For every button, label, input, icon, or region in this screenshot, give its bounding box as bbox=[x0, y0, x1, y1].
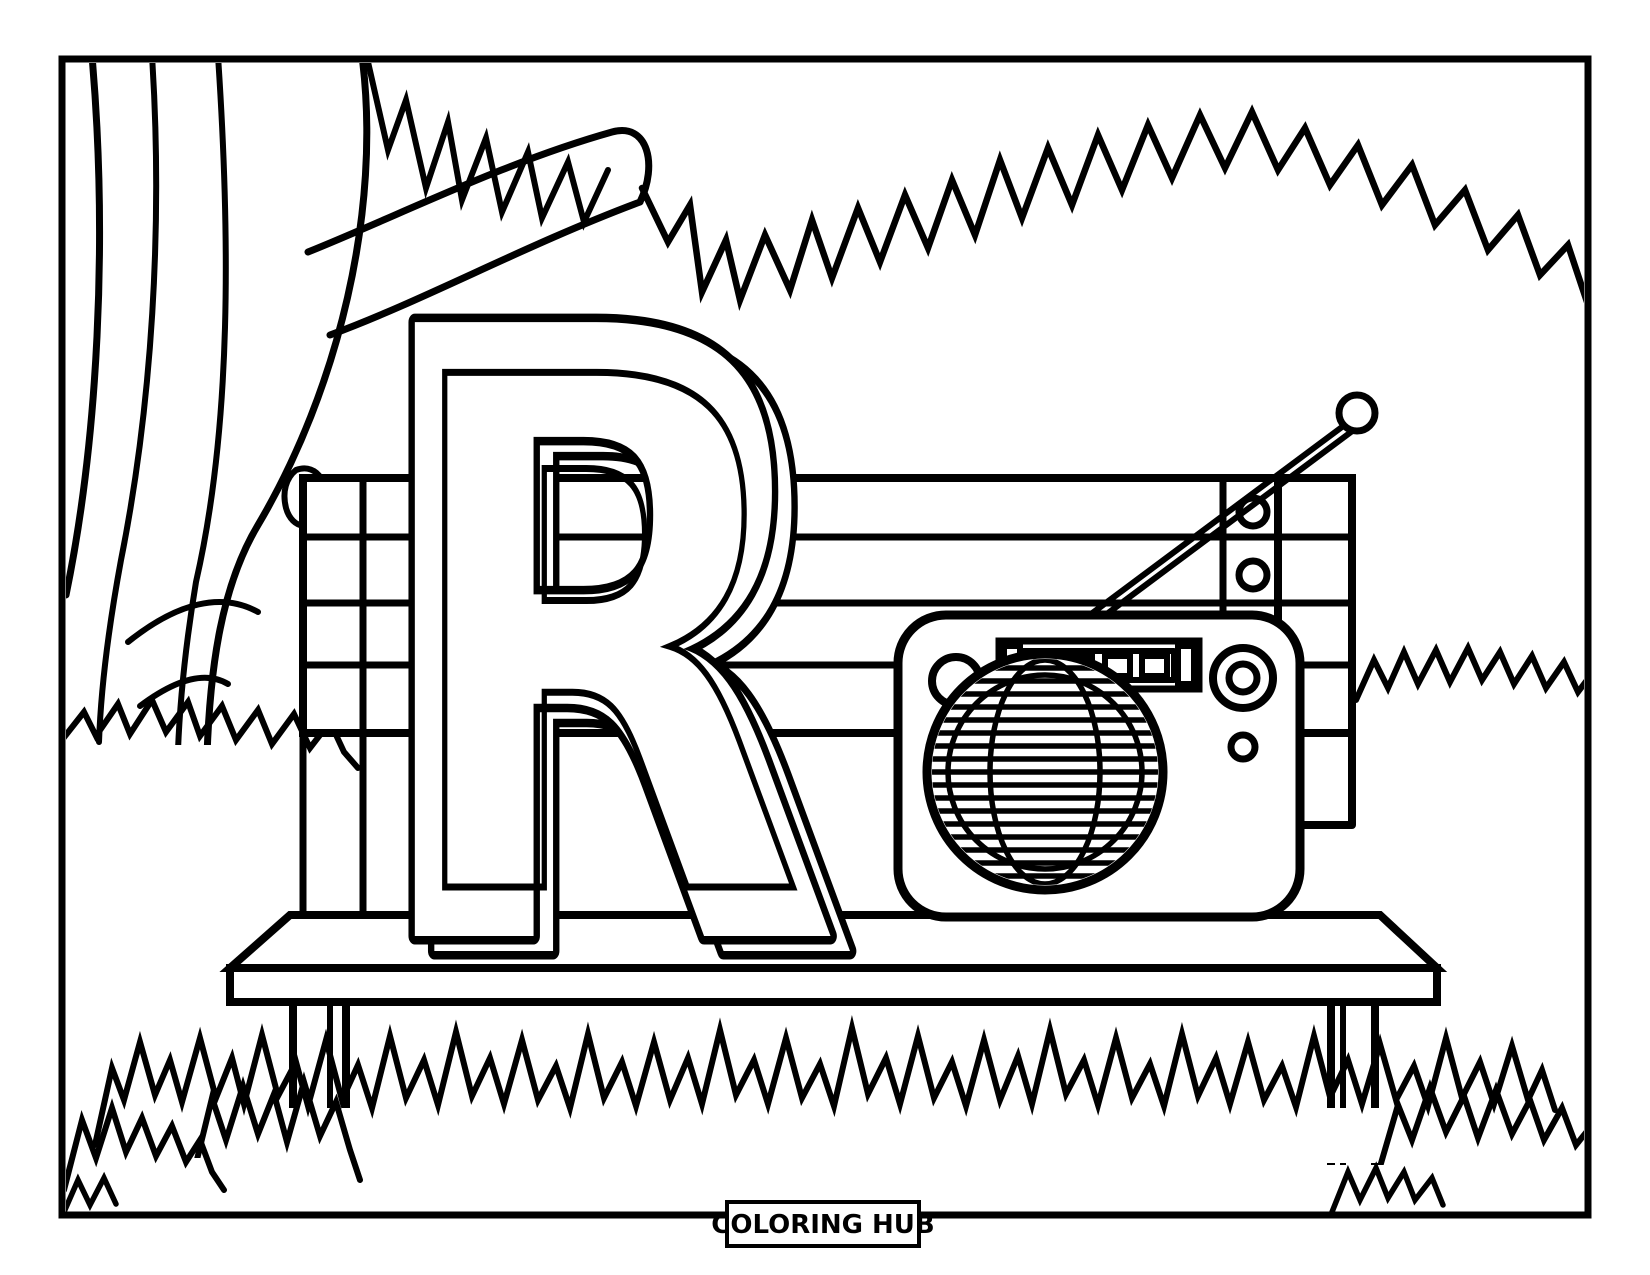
grass-tuft-left bbox=[66, 693, 362, 779]
footer-label: COLORING HUB bbox=[711, 1210, 934, 1240]
radio-knob-right-center bbox=[1225, 660, 1261, 696]
tree-leaves bbox=[365, 63, 611, 231]
grass-bottom bbox=[66, 1014, 1584, 1212]
letter-r-shadow: R bbox=[376, 169, 862, 1150]
tree-branch bbox=[326, 198, 644, 339]
letter-r-face: R bbox=[357, 154, 843, 1135]
preset-button bbox=[1139, 653, 1170, 679]
grass-tuft-left-leg bbox=[189, 1071, 363, 1183]
bush-canopy bbox=[638, 104, 1584, 312]
bolt bbox=[1235, 557, 1271, 593]
grass-blades-border-right bbox=[1329, 1161, 1446, 1212]
strip-end-right bbox=[1175, 643, 1197, 687]
antenna-tip bbox=[1335, 391, 1379, 435]
footer: COLORING HUB bbox=[711, 1200, 935, 1248]
radio-speaker bbox=[922, 649, 1168, 895]
grass-tuft-right-leg bbox=[1374, 1079, 1584, 1180]
grass-blades-border-left bbox=[66, 1171, 119, 1212]
grass-tuft-corner-left bbox=[66, 1098, 227, 1193]
radio-button-right bbox=[1227, 731, 1259, 763]
radio bbox=[893, 610, 1305, 922]
footer-label-box bbox=[725, 1200, 921, 1248]
letter-r: R R R bbox=[350, 147, 870, 1158]
grass-tuft-right bbox=[1353, 641, 1584, 703]
letter-r-inner-line: R bbox=[396, 233, 804, 1054]
grass-band bbox=[92, 1014, 1558, 1148]
seat-front bbox=[226, 964, 1441, 1006]
